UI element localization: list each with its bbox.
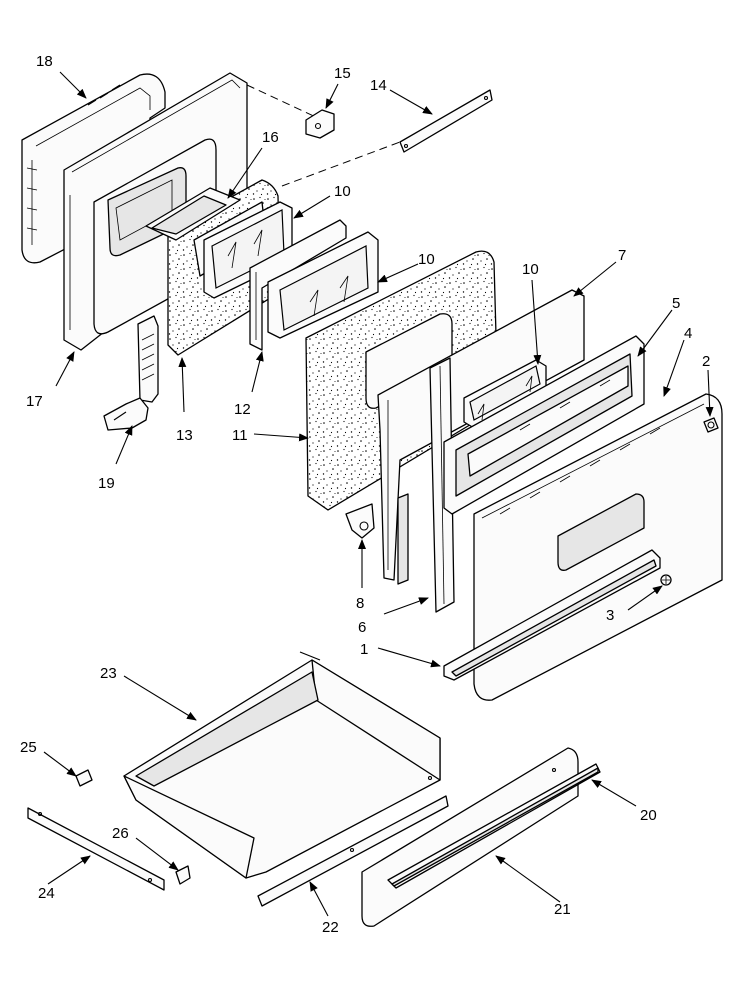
callout-10-lower: 10: [522, 261, 539, 278]
callout-25: 25: [20, 739, 37, 756]
part-6-side-rail: [429, 357, 455, 613]
callout-labels: 18 15 14 16 10 10 7 10 5 4 2 17 13 12 11…: [20, 53, 710, 936]
callout-2: 2: [702, 353, 710, 370]
part-10-glass-middle: [267, 231, 379, 339]
part-3-screw: [660, 574, 672, 586]
callout-21: 21: [554, 901, 571, 918]
leader-lines: [43, 71, 714, 917]
part-10-glass-upper: [203, 201, 293, 299]
callout-22: 22: [322, 919, 339, 936]
callout-17: 17: [26, 393, 43, 410]
callout-1: 1: [360, 641, 368, 658]
part-12-glass-retainer: [249, 219, 347, 351]
part-5-door-panel: [443, 335, 645, 515]
callout-23: 23: [100, 665, 117, 682]
callout-24: 24: [38, 885, 55, 902]
part-22-front-rail: [257, 795, 449, 907]
callout-10-middle: 10: [418, 251, 435, 268]
callout-16: 16: [262, 129, 279, 146]
callout-26: 26: [112, 825, 129, 842]
part-24-drawer-rail: [27, 807, 165, 891]
part-26-roller: [175, 865, 191, 885]
part-15-bracket: [305, 109, 335, 139]
callout-18: 18: [36, 53, 53, 70]
part-2-screw: [703, 417, 719, 433]
callout-12: 12: [234, 401, 251, 418]
callout-5: 5: [672, 295, 680, 312]
callout-15: 15: [334, 65, 351, 82]
callout-10-upper: 10: [334, 183, 351, 200]
callout-14: 14: [370, 77, 387, 94]
part-1-door-handle: [443, 549, 661, 681]
callout-6: 6: [358, 619, 366, 636]
callout-7: 7: [618, 247, 626, 264]
callout-11: 11: [232, 427, 248, 444]
callout-4: 4: [684, 325, 692, 342]
callout-3: 3: [606, 607, 614, 624]
part-23-drawer-body: [123, 651, 441, 879]
part-25-roller: [75, 769, 93, 787]
part-8-door-stop: [345, 503, 375, 539]
part-20-drawer-handle: [387, 763, 601, 889]
callout-8: 8: [356, 595, 364, 612]
part-16-window-frame: [145, 187, 241, 241]
part-19-door-hinge: [103, 315, 159, 431]
callout-20: 20: [640, 807, 657, 824]
callout-13: 13: [176, 427, 193, 444]
callout-19: 19: [98, 475, 115, 492]
part-14-trim-strip: [281, 89, 493, 187]
